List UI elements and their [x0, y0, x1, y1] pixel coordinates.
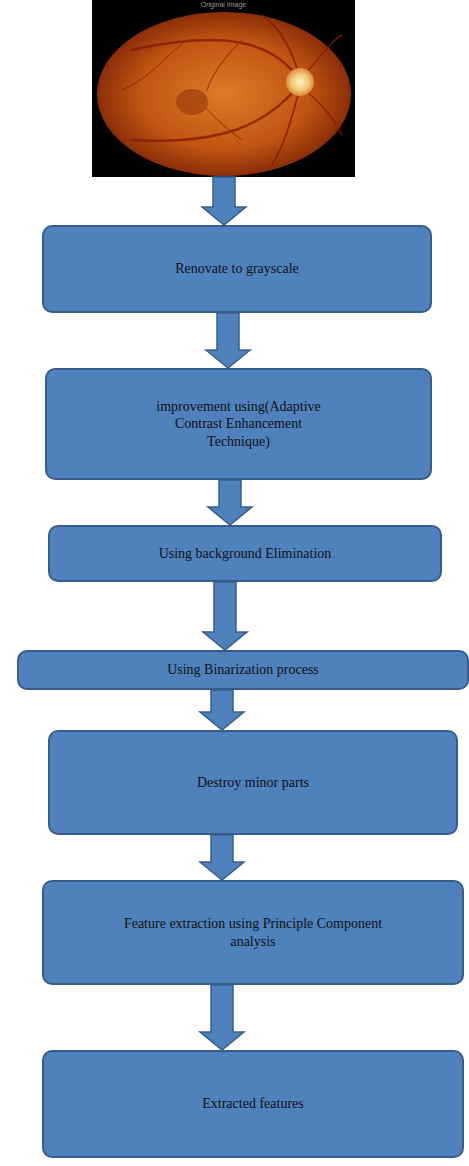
step-text: Using background Elimination [159, 545, 332, 563]
image-frame: Original Image [92, 0, 355, 177]
step-text: Renovate to grayscale [175, 260, 299, 278]
retina [97, 12, 351, 176]
process-box: Feature extraction using Principle Compo… [42, 880, 464, 985]
block-arrow [202, 177, 246, 225]
vessels [122, 15, 342, 165]
process-box: improvement using(Adaptive Contrast Enha… [45, 368, 432, 480]
block-arrow [203, 582, 247, 650]
process-box: Extracted features [42, 1050, 464, 1158]
block-arrow [208, 480, 252, 525]
process-box: Using background Elimination [48, 525, 442, 582]
fundus-image [92, 0, 355, 177]
process-box: Using Binarization process [17, 650, 469, 690]
macula [176, 89, 208, 115]
block-arrow [200, 835, 244, 880]
step-text: Feature extraction using Principle Compo… [123, 915, 383, 950]
image-ground [92, 0, 355, 177]
block-arrow [200, 690, 244, 730]
image-caption: Original Image [201, 1, 247, 9]
optic-disc [286, 68, 314, 96]
block-arrow [200, 985, 244, 1050]
step-text: Using Binarization process [167, 661, 319, 679]
step-text: Extracted features [202, 1095, 303, 1113]
process-box: Renovate to grayscale [42, 225, 432, 313]
step-text: improvement using(Adaptive Contrast Enha… [146, 398, 331, 451]
process-box: Destroy minor parts [48, 730, 458, 835]
step-text: Destroy minor parts [197, 774, 309, 792]
block-arrow [206, 313, 250, 368]
